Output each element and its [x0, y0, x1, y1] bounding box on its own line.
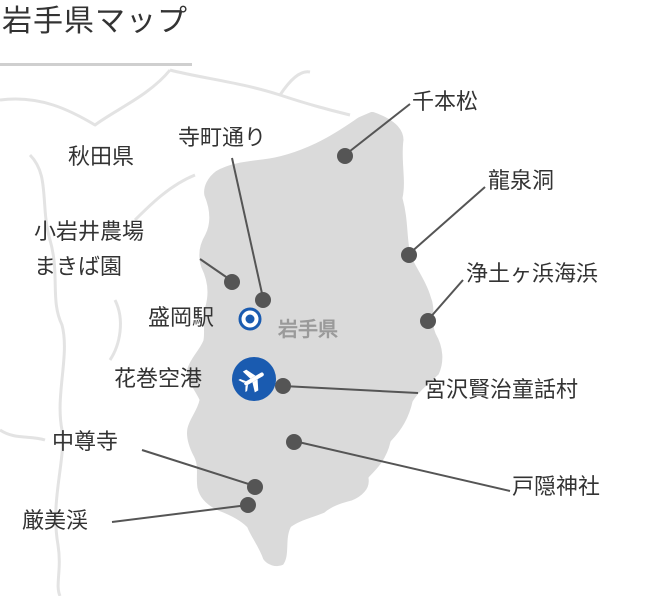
- label-morioka-station: 盛岡駅: [148, 306, 215, 331]
- marker-miyazawa: [275, 378, 291, 394]
- label-miyazawa: 宮沢賢治童話村: [424, 378, 579, 403]
- marker-togakushi: [286, 434, 302, 450]
- marker-jodogahama: [420, 313, 436, 329]
- leader-lines: [111, 103, 511, 523]
- label-senbonmatsu: 千本松: [412, 90, 479, 115]
- title-underline: [0, 63, 192, 66]
- iwate-prefecture-shape: [184, 108, 446, 570]
- label-hanamaki-airport: 花巻空港: [114, 367, 203, 392]
- marker-senbonmatsu: [337, 148, 353, 164]
- label-chusonji: 中尊寺: [52, 430, 119, 455]
- label-iwate-prefecture: 岩手県: [278, 317, 338, 341]
- airplane-icon: [232, 357, 276, 401]
- map-title: 岩手県マップ: [2, 4, 188, 39]
- marker-koiwai: [224, 274, 240, 290]
- label-akita-prefecture: 秋田県: [68, 145, 135, 170]
- label-jodogahama: 浄土ヶ浜海浜: [466, 262, 599, 287]
- marker-ryusendo: [401, 247, 417, 263]
- marker-teramachi: [255, 292, 271, 308]
- place-markers: [224, 148, 436, 513]
- label-koiwai-line2: まきば園: [34, 255, 123, 280]
- label-genbikei: 厳美渓: [22, 509, 89, 534]
- marker-genbikei: [240, 497, 256, 513]
- label-koiwai-line1: 小岩井農場: [34, 220, 145, 245]
- label-ryusendo: 龍泉洞: [488, 169, 555, 194]
- marker-chusonji: [247, 479, 263, 495]
- label-teramachi: 寺町通り: [178, 126, 267, 151]
- label-togakushi: 戸隠神社: [512, 475, 601, 500]
- neighbor-borders: [0, 68, 351, 596]
- station-ring-icon: [238, 307, 262, 331]
